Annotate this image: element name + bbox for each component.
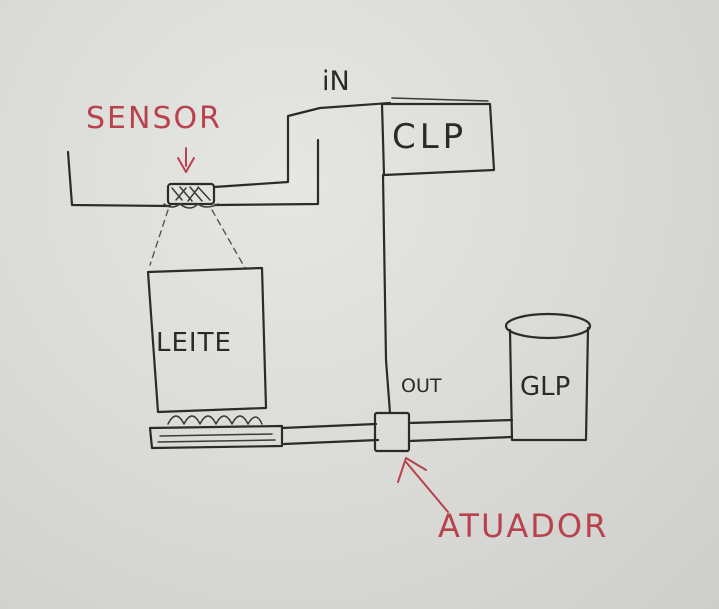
gas-line-left [282,424,378,444]
sensor-body [168,184,214,204]
sensor-arrow [178,148,194,172]
clp-label: CLP [392,120,467,154]
burner-pipe [150,426,282,448]
in-label: iN [322,68,350,95]
burner-pipe-texture [158,434,275,442]
glp-label: GLP [520,374,570,400]
burner-flames [168,416,262,424]
atuador-label: ATUADOR [438,510,608,542]
clp-box-edge [392,98,488,101]
atuador-arrow [398,458,448,512]
gas-line-right [409,420,512,441]
sensing-cone-left [150,210,168,265]
sensor-signal-wire [214,103,390,187]
out-label: OUT [401,377,441,396]
leite-label: LEITE [156,330,232,356]
sensor-label: SENSOR [86,104,222,134]
sensor-hatching [172,187,210,201]
clp-out-wire [383,175,390,413]
actuator-valve [375,413,409,451]
sensing-cone-right [212,210,245,268]
support-frame [68,140,318,206]
glp-tank-top [506,314,590,338]
